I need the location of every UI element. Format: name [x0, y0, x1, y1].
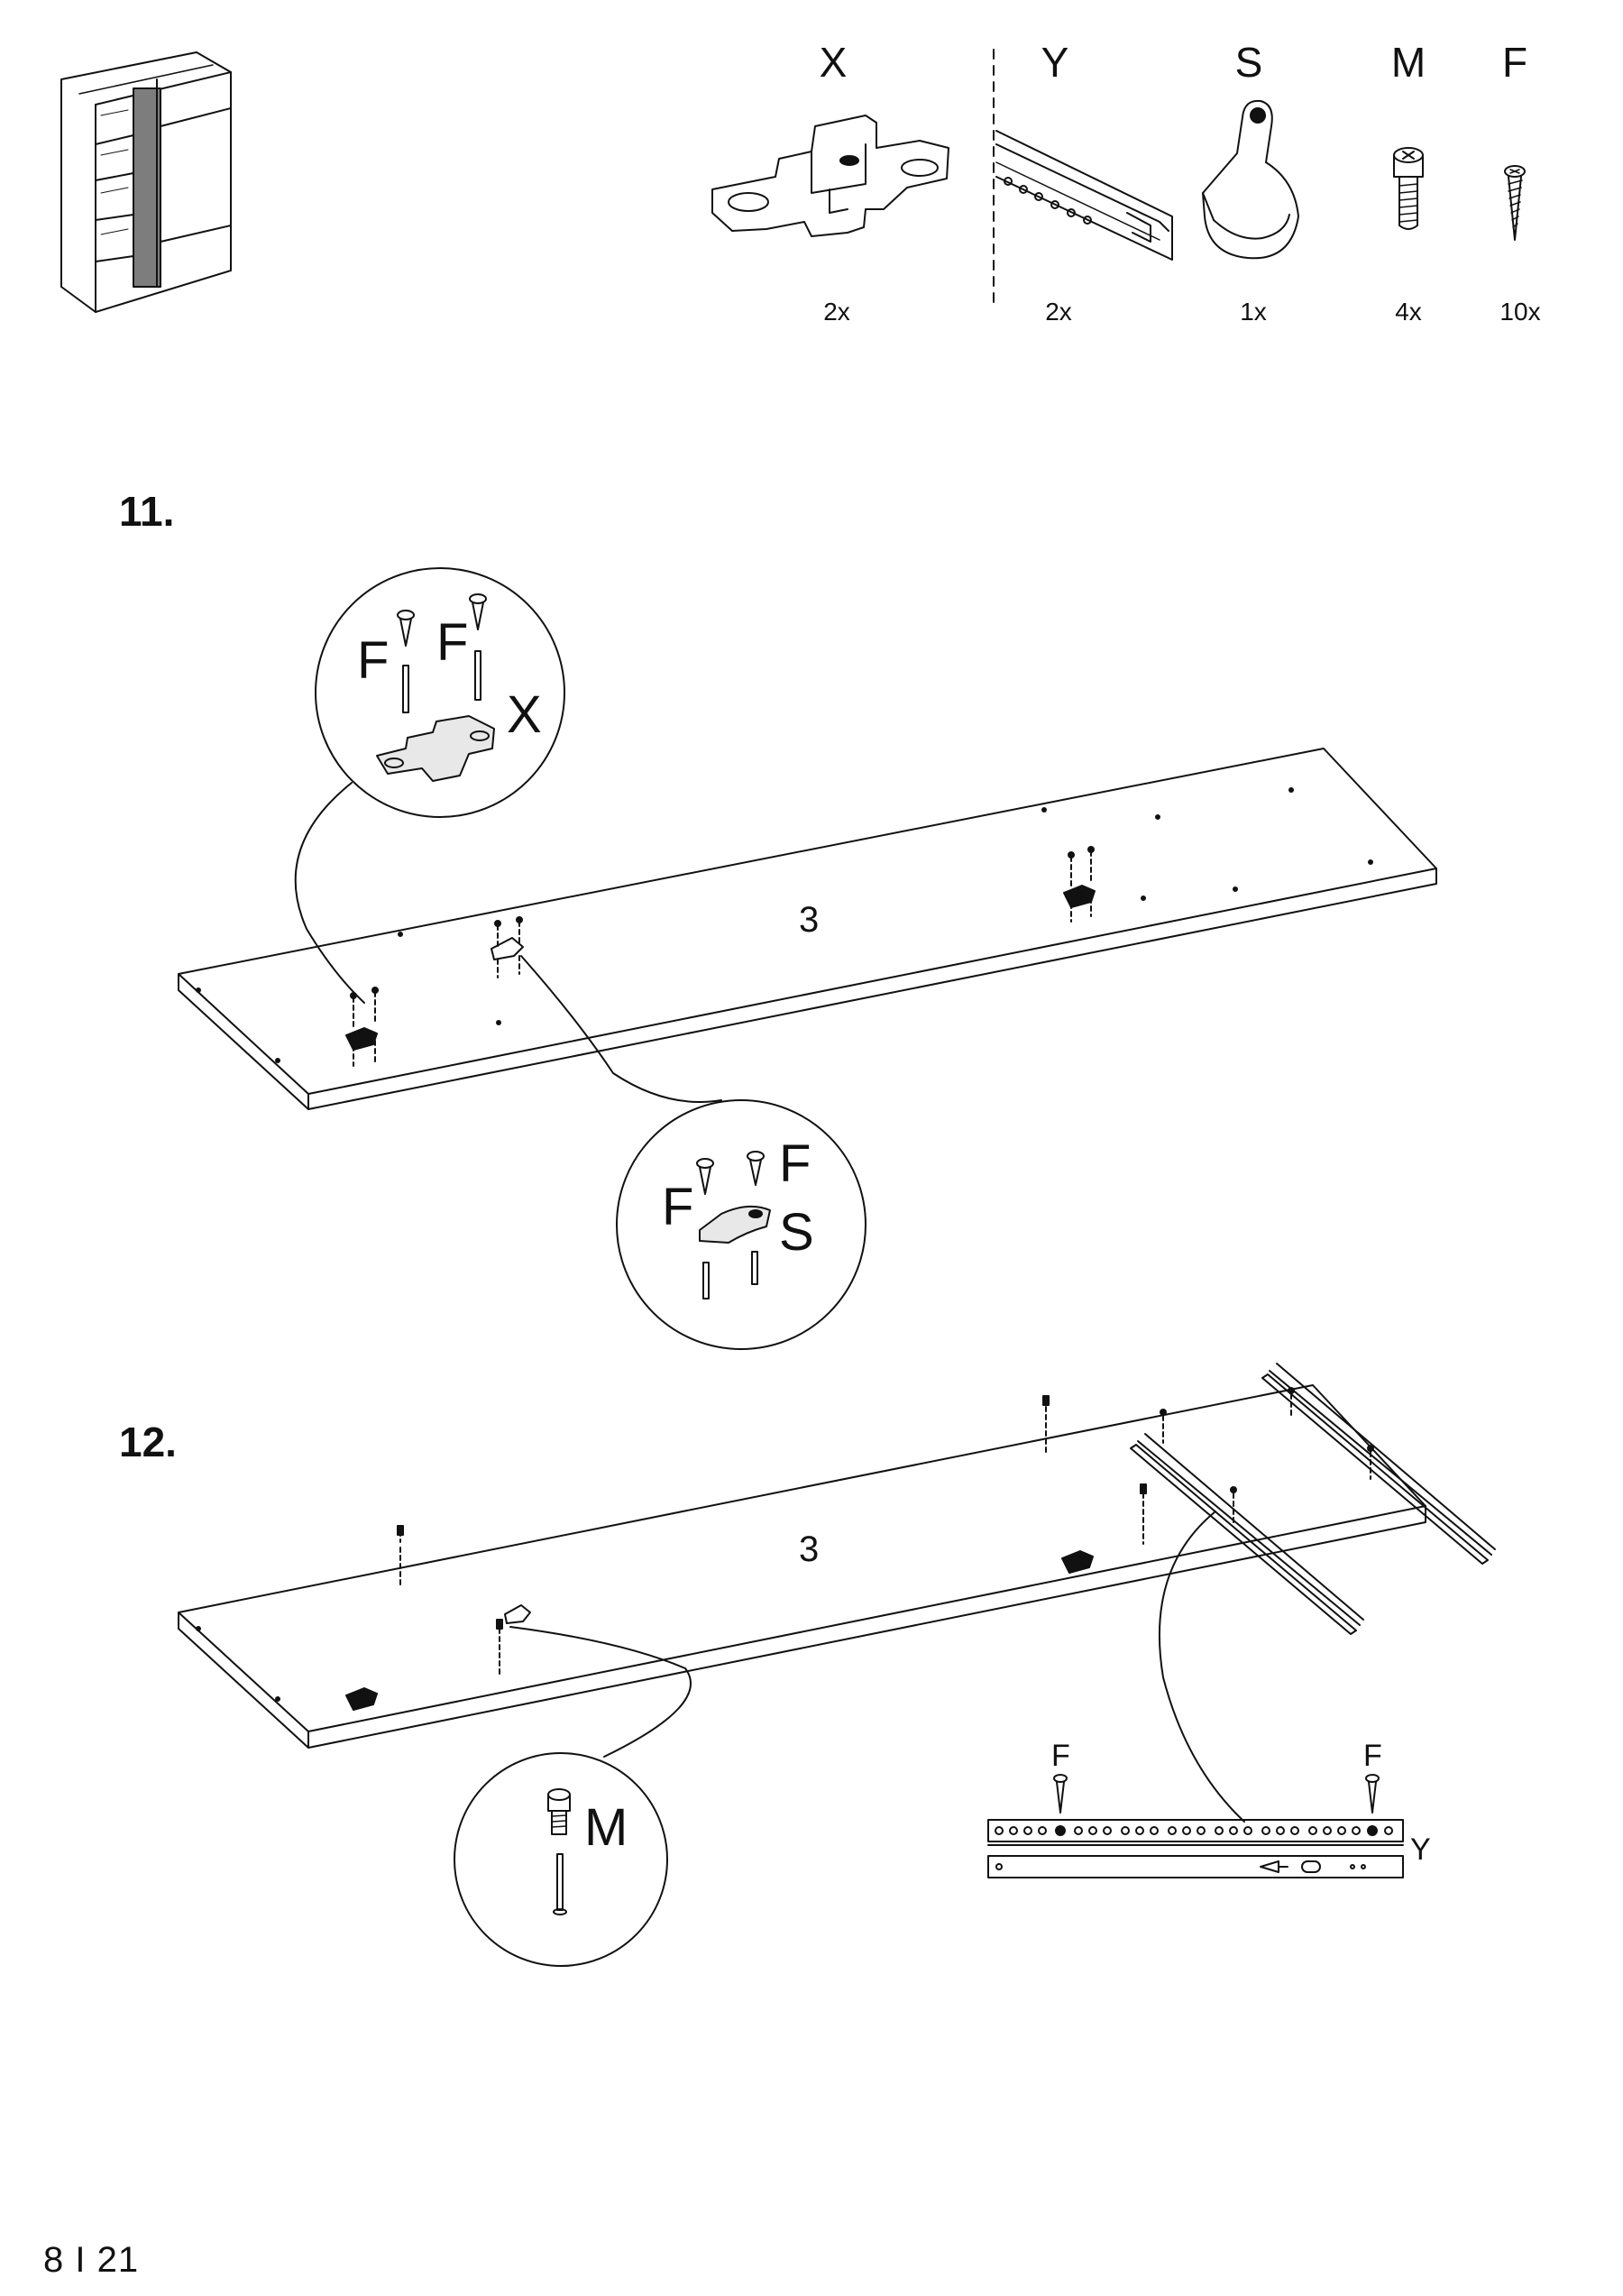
step-11-panel-number: 3: [799, 900, 820, 940]
callout-x-label-part: X: [507, 685, 542, 744]
page-number: 8 I 21: [43, 2240, 140, 2280]
callout-s-label-part: S: [779, 1203, 814, 1262]
step11-panel: [178, 748, 1437, 1110]
step-12-number: 12.: [119, 1419, 177, 1465]
cam-bolt-icon: [1393, 147, 1424, 230]
callout-s-label-f2: F: [779, 1134, 812, 1193]
part-y-letter: Y: [1041, 39, 1069, 86]
step-11-number: 11.: [119, 488, 175, 535]
drawer-rail-icon: [995, 130, 1173, 261]
step12-panel: [178, 1363, 1496, 1749]
part-s-qty: 1x: [1240, 298, 1267, 326]
hinge-mounting-plate-icon: [711, 115, 949, 237]
part-x-letter: X: [819, 39, 848, 86]
part-f-letter: F: [1501, 39, 1528, 86]
wardrobe-thumbnail-icon: [60, 51, 232, 313]
rail-detail-right-screw-label: F: [1363, 1739, 1382, 1773]
part-y-qty: 2x: [1045, 298, 1072, 326]
part-m-qty: 4x: [1395, 298, 1422, 326]
callout-s-label-f1: F: [662, 1178, 694, 1236]
step-12-panel-number: 3: [799, 1529, 820, 1569]
rail-detail-left-screw-label: F: [1051, 1739, 1070, 1773]
callout-m-label: M: [584, 1798, 628, 1857]
callout-x-label-f2: F: [436, 613, 469, 672]
part-f-qty: 10x: [1499, 298, 1541, 326]
rod-bracket-icon: [1202, 99, 1299, 260]
callout-m-detail: [454, 1626, 692, 1967]
callout-x-label-f1: F: [357, 631, 390, 690]
screw-icon: [1504, 165, 1526, 241]
callout-x-detail: [294, 567, 565, 1004]
part-s-letter: S: [1234, 39, 1263, 86]
rail-detail: [987, 1511, 1404, 1878]
rail-detail-part-label: Y: [1410, 1832, 1431, 1867]
callout-s-detail: [520, 955, 867, 1350]
part-m-letter: M: [1390, 39, 1426, 86]
part-x-qty: 2x: [823, 298, 850, 326]
